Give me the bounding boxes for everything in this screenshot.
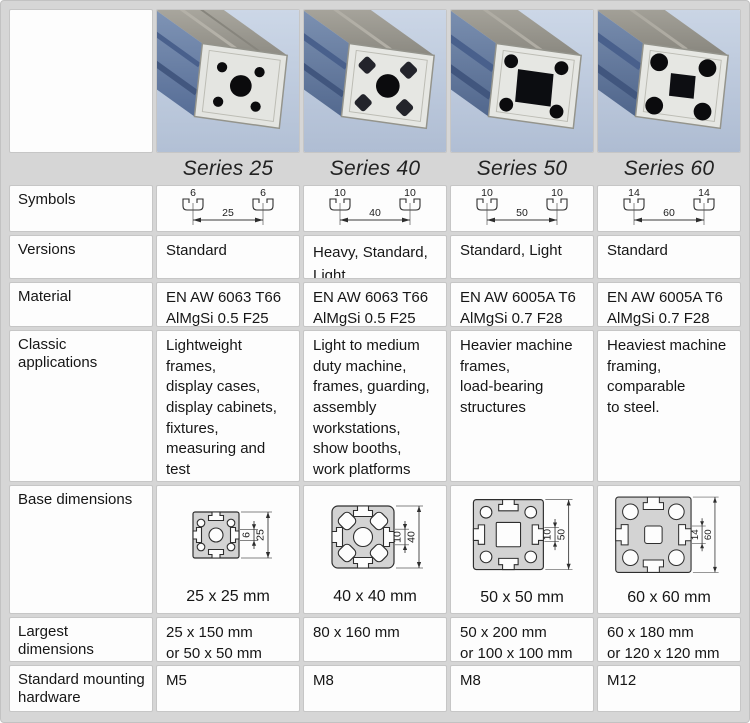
t-slot-symbol: 14 14 60 bbox=[623, 187, 715, 225]
series-header-series-50: Series 50 bbox=[476, 157, 568, 180]
symbols-series-60: 14 14 60 bbox=[597, 185, 741, 232]
profile-photo-illustration bbox=[451, 10, 593, 152]
dimension-caption: 60 x 60 mm bbox=[627, 589, 711, 606]
largest-dimensions-series-60: 60 x 180 mm or 120 x 120 mm bbox=[597, 617, 741, 662]
pitch-label: 60 bbox=[663, 207, 675, 219]
mounting-hardware-series-40: M8 bbox=[303, 665, 447, 712]
photo-series-60 bbox=[597, 9, 741, 153]
row-label-mounting-hardware: Standard mounting hardware bbox=[9, 665, 153, 712]
dimension-caption: 25 x 25 mm bbox=[186, 588, 270, 605]
base-dimensions-series-40: 10 40 40 x 40 mm bbox=[303, 485, 447, 614]
applications-series-60: Heaviest machine framing, comparable to … bbox=[597, 330, 741, 482]
t-slot-symbol: 6 6 25 bbox=[182, 187, 274, 225]
profile-photo-illustration bbox=[304, 10, 446, 152]
photo-series-25 bbox=[156, 9, 300, 153]
largest-dimensions-series-50: 50 x 200 mm or 100 x 100 mm bbox=[450, 617, 594, 662]
slot-width-label: 6 bbox=[260, 187, 266, 199]
versions-series-25: Standard bbox=[156, 235, 300, 279]
symbols-series-25: 6 6 25 bbox=[156, 185, 300, 232]
slot-width-label: 10 bbox=[404, 187, 416, 199]
series-header-series-60: Series 60 bbox=[623, 157, 715, 180]
slot-width-label: 10 bbox=[481, 187, 493, 199]
outer-dimension-label: 60 bbox=[703, 529, 714, 540]
applications-series-50: Heavier machine frames, load-bearing str… bbox=[450, 330, 594, 482]
largest-dimensions-series-25: 25 x 150 mm or 50 x 50 mm bbox=[156, 617, 300, 662]
row-label-versions: Versions bbox=[9, 235, 153, 279]
row-label-material: Material bbox=[9, 282, 153, 327]
corner-cell bbox=[9, 9, 153, 153]
cross-section-drawing: 14 60 bbox=[615, 496, 719, 573]
largest-dimensions-series-40: 80 x 160 mm bbox=[303, 617, 447, 662]
outer-dimension-label: 50 bbox=[556, 529, 567, 541]
row-label-base-dimensions: Base dimensions bbox=[9, 485, 153, 614]
base-dimensions-series-50: 10 50 50 x 50 mm bbox=[450, 485, 594, 614]
mounting-hardware-series-25: M5 bbox=[156, 665, 300, 712]
pitch-label: 40 bbox=[369, 207, 381, 219]
profile-photo-illustration bbox=[598, 10, 740, 152]
series-header-series-40: Series 40 bbox=[329, 157, 421, 180]
inner-dimension-label: 6 bbox=[241, 532, 253, 538]
series-header-spacer bbox=[9, 156, 153, 182]
material-series-25: EN AW 6063 T66 AlMgSi 0.5 F25 bbox=[156, 282, 300, 327]
inner-dimension-label: 10 bbox=[392, 531, 404, 543]
base-dimensions-series-60: 14 60 60 x 60 mm bbox=[597, 485, 741, 614]
slot-width-label: 14 bbox=[698, 187, 710, 199]
pitch-label: 25 bbox=[222, 207, 234, 219]
slot-width-label: 6 bbox=[190, 187, 196, 199]
slot-width-label: 10 bbox=[551, 187, 563, 199]
profile-photo-illustration bbox=[157, 10, 299, 152]
material-series-60: EN AW 6005A T6 AlMgSi 0.7 F28 bbox=[597, 282, 741, 327]
row-label-applications: Classic applications bbox=[9, 330, 153, 482]
series-header-series-25: Series 25 bbox=[182, 157, 274, 180]
base-dimensions-series-25: 6 25 25 x 25 mm bbox=[156, 485, 300, 614]
versions-series-60: Standard bbox=[597, 235, 741, 279]
outer-dimension-label: 25 bbox=[255, 529, 267, 541]
cross-section-drawing: 10 40 bbox=[331, 505, 423, 569]
outer-dimension-label: 40 bbox=[406, 531, 418, 543]
inner-dimension-label: 14 bbox=[690, 529, 701, 540]
cross-section-drawing: 6 25 bbox=[192, 511, 272, 559]
applications-series-40: Light to medium duty machine, frames, gu… bbox=[303, 330, 447, 482]
t-slot-symbol: 10 10 50 bbox=[476, 187, 568, 225]
photo-series-50 bbox=[450, 9, 594, 153]
row-label-largest-dimensions: Largest dimensions bbox=[9, 617, 153, 662]
applications-series-25: Lightweight frames, display cases, displ… bbox=[156, 330, 300, 482]
row-label-symbols: Symbols bbox=[9, 185, 153, 232]
versions-series-40: Heavy, Standard, Light bbox=[303, 235, 447, 279]
dimension-caption: 50 x 50 mm bbox=[480, 589, 564, 606]
slot-width-label: 10 bbox=[334, 187, 346, 199]
photo-series-40 bbox=[303, 9, 447, 153]
mounting-hardware-series-60: M12 bbox=[597, 665, 741, 712]
slot-width-label: 14 bbox=[628, 187, 640, 199]
series-header-band: Series 25 Series 40 Series 50 Series 60 bbox=[9, 156, 741, 182]
material-series-50: EN AW 6005A T6 AlMgSi 0.7 F28 bbox=[450, 282, 594, 327]
mounting-hardware-series-50: M8 bbox=[450, 665, 594, 712]
material-series-40: EN AW 6063 T66 AlMgSi 0.5 F25 bbox=[303, 282, 447, 327]
pitch-label: 50 bbox=[516, 207, 528, 219]
symbols-series-50: 10 10 50 bbox=[450, 185, 594, 232]
versions-series-50: Standard, Light bbox=[450, 235, 594, 279]
dimension-caption: 40 x 40 mm bbox=[333, 588, 417, 605]
cross-section-drawing: 10 50 bbox=[472, 499, 573, 571]
inner-dimension-label: 10 bbox=[543, 529, 554, 541]
t-slot-symbol: 10 10 40 bbox=[329, 187, 421, 225]
symbols-series-40: 10 10 40 bbox=[303, 185, 447, 232]
